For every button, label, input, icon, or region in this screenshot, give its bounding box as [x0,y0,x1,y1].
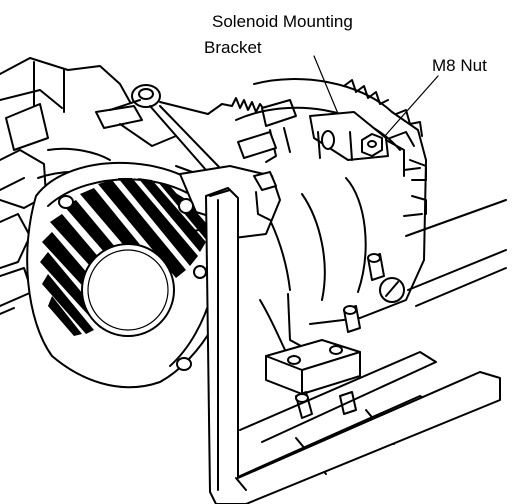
throttle-linkage [109,84,297,181]
recoil-starter [26,162,241,389]
leader-solenoid-bracket [313,55,340,117]
label-m8-nut: M8 Nut [432,56,487,75]
m8-nut [361,133,383,157]
solenoid-mounting-bracket [309,111,405,177]
engine-mount [265,339,361,419]
label-solenoid-mounting: Solenoid Mounting [212,12,353,31]
rear-bolts [343,253,405,333]
label-bracket: Bracket [204,38,262,57]
cooling-fins [343,79,427,215]
tube-frame [205,187,501,504]
